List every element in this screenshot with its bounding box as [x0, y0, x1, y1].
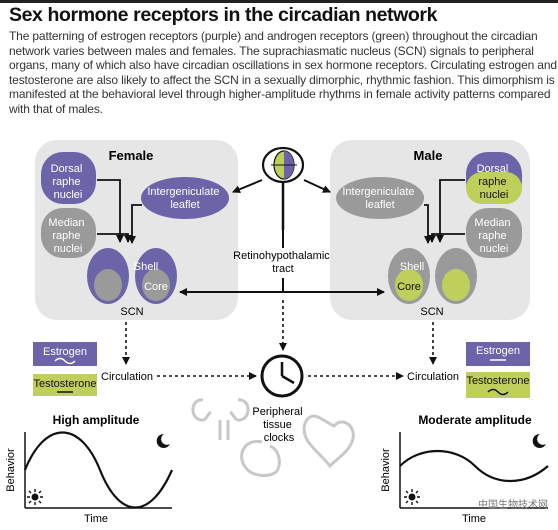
male-median-raphe-node	[466, 208, 522, 258]
female-panel: Female Dorsal raphe nuclei Median raphe …	[35, 140, 238, 320]
figure-title: Sex hormone receptors in the circadian n…	[9, 4, 438, 26]
kidney-icon-2	[229, 398, 250, 422]
female-activity-curve	[23, 431, 174, 509]
male-core-label: Core	[397, 281, 421, 293]
male-scn-label: SCN	[420, 306, 443, 318]
female-estrogen-label: Estrogen	[43, 346, 87, 358]
high-amplitude-label: High amplitude	[53, 413, 140, 427]
moon-icon	[156, 433, 170, 448]
male-behavior-axis-label: Behavior	[380, 448, 392, 492]
male-intergeniculate-label: Intergeniculate leaflet	[342, 186, 417, 211]
male-intergeniculate-node	[336, 177, 424, 219]
female-core-label: Core	[144, 281, 168, 293]
female-scn-label: SCN	[120, 306, 143, 318]
female-dorsal-raphe-node	[41, 152, 96, 204]
male-estrogen-label: Estrogen	[476, 345, 520, 357]
rht-arrows	[179, 230, 385, 296]
retinohypothalamic-tract-label: Retinohypothalamic tract	[233, 250, 333, 275]
female-time-axis-label: Time	[84, 513, 108, 525]
female-heading: Female	[109, 148, 154, 163]
male-scn-right-core	[442, 269, 470, 301]
stomach-icon	[240, 439, 281, 477]
male-scn-left-core	[395, 269, 423, 301]
female-behavior-axis-label: Behavior	[5, 448, 17, 492]
moderate-amplitude-label: Moderate amplitude	[418, 413, 532, 427]
male-circulation-label: Circulation	[407, 371, 459, 383]
eye-to-igl-arrows	[232, 179, 331, 194]
sun-icon-male	[404, 489, 420, 505]
male-time-axis-label: Time	[462, 513, 486, 525]
male-hormone-legend: Estrogen Testosterone	[466, 342, 530, 398]
male-heading: Male	[414, 148, 443, 163]
female-behavior-plot: High amplitude Behavior Time	[5, 413, 174, 525]
male-dorsal-raphe-label: Dorsal raphe nuclei	[477, 163, 512, 201]
circulation-dashed-arrows	[122, 300, 437, 380]
eye-icon	[261, 146, 305, 230]
female-shell-label: Shell	[134, 261, 158, 273]
male-panel: Male Dorsal raphe nuclei Median raphe nu…	[330, 140, 530, 320]
female-intergeniculate-node	[141, 177, 229, 219]
female-scn-left-core	[94, 269, 122, 301]
kidney-icon	[191, 398, 212, 422]
heart-icon	[302, 414, 355, 469]
male-input-arrows	[424, 179, 465, 244]
female-input-arrows	[97, 179, 142, 244]
male-activity-curve	[399, 449, 549, 483]
male-shell-label: Shell	[400, 261, 424, 273]
clock-icon	[260, 354, 304, 398]
peripheral-clocks-label: Peripheral tissue clocks	[252, 406, 305, 444]
moon-icon-male	[532, 433, 546, 448]
male-behavior-plot: Moderate amplitude Behavior Time	[380, 413, 549, 525]
male-median-raphe-label: Median raphe nuclei	[474, 217, 513, 255]
female-scn-right-core	[142, 269, 170, 301]
peripheral-organs	[191, 398, 355, 477]
top-rule	[0, 0, 558, 3]
female-hormone-legend: Estrogen Testosterone	[33, 342, 97, 396]
female-dorsal-raphe-label: Dorsal raphe nuclei	[51, 163, 86, 201]
figure-description: The patterning of estrogen receptors (pu…	[9, 29, 557, 116]
male-dorsal-raphe-androgen	[466, 172, 522, 204]
female-median-raphe-label: Median raphe nuclei	[48, 217, 87, 255]
female-median-raphe-node	[41, 208, 96, 258]
male-testosterone-label: Testosterone	[467, 375, 530, 387]
female-testosterone-label: Testosterone	[34, 378, 97, 390]
female-intergeniculate-label: Intergeniculate leaflet	[147, 186, 222, 211]
watermark: 中国生物技术网	[478, 498, 548, 511]
sun-icon	[27, 489, 43, 505]
female-circulation-label: Circulation	[101, 371, 153, 383]
